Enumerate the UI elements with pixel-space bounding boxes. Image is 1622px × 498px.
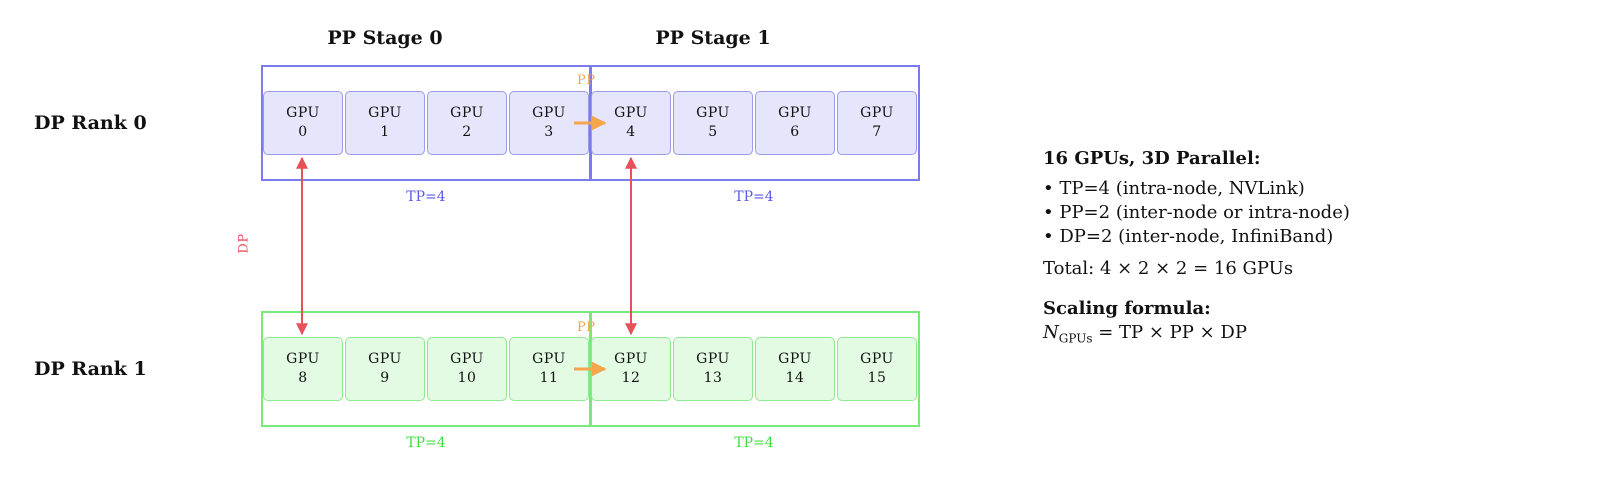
pp-stage-1-label: PP Stage 1 (655, 27, 771, 49)
tp-label-r1-s1: TP=4 (734, 435, 774, 451)
scaling-formula: NGPUs = TP × PP × DP (1043, 322, 1247, 346)
info-bullet-pp: • PP=2 (inter-node or intra-node) (1043, 202, 1350, 223)
dp-label: DP (236, 233, 252, 254)
dp-rank-0-label: DP Rank 0 (34, 112, 147, 134)
info-title: 16 GPUs, 3D Parallel: (1043, 148, 1261, 169)
dp-rank-1-label: DP Rank 1 (34, 358, 147, 380)
info-total: Total: 4 × 2 × 2 = 16 GPUs (1043, 258, 1294, 279)
info-bullet-tp: • TP=4 (intra-node, NVLink) (1043, 178, 1305, 199)
pp-label-rank-1: PP (577, 320, 596, 335)
pp-label-rank-0: PP (577, 73, 596, 88)
tp-label-r0-s1: TP=4 (734, 189, 774, 205)
info-panel: 16 GPUs, 3D Parallel: • TP=4 (intra-node… (1043, 147, 1350, 351)
pp-stage-0-label: PP Stage 0 (327, 27, 443, 49)
scaling-formula-title: Scaling formula: (1043, 298, 1211, 319)
info-bullet-dp: • DP=2 (inter-node, InfiniBand) (1043, 226, 1334, 247)
tp-label-r1-s0: TP=4 (406, 435, 446, 451)
tp-label-r0-s0: TP=4 (406, 189, 446, 205)
